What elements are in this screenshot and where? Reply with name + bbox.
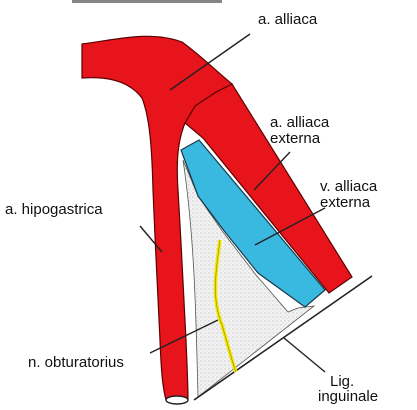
label-a-alliaca: a. alliaca [258,11,318,28]
label-a-hipogastrica: a. hipogastrica [5,201,103,218]
artery-cut-end [166,396,188,404]
leader-lig-inguinale [284,338,325,372]
cropped-text-remnant [72,0,222,3]
label-a-alliaca-externa-line2: externa [270,130,321,147]
label-n-obturatorius: n. obturatorius [28,354,124,371]
label-a-alliaca-externa-line1: a. alliaca [270,114,330,131]
label-v-alliaca-externa-line2: externa [320,194,371,211]
label-v-alliaca-externa-line1: v. alliaca [320,178,378,195]
label-lig-inguinale-line2: inguinale [318,388,378,405]
